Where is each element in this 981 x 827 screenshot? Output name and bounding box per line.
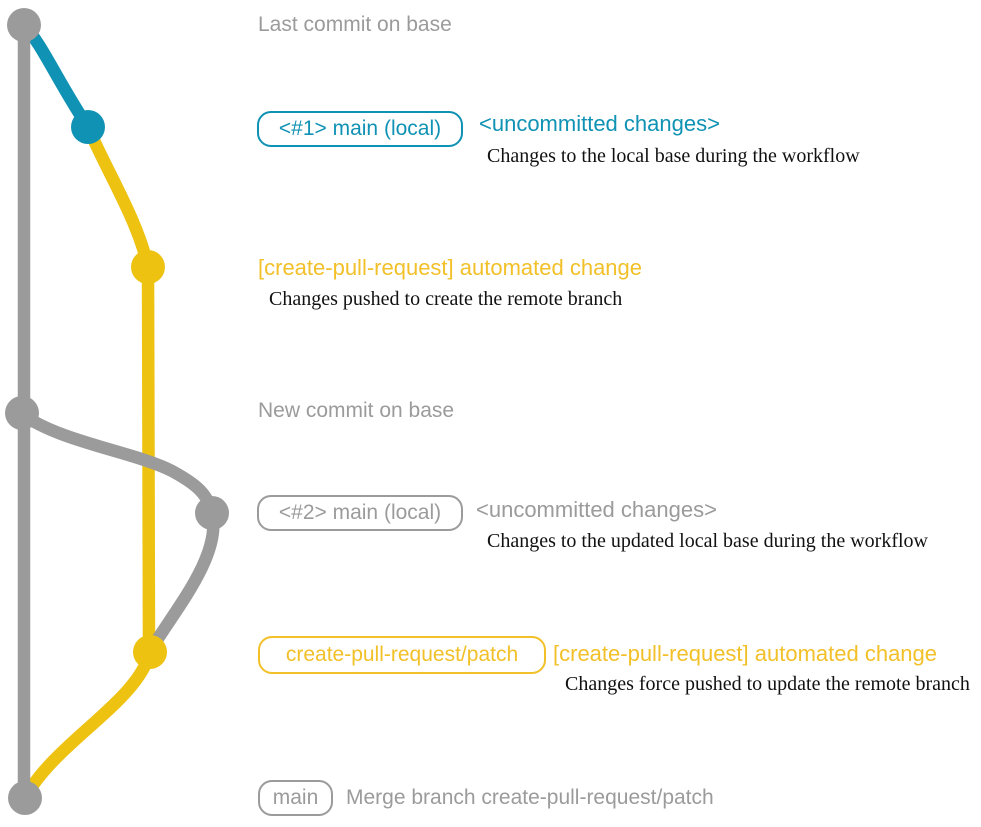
patch-merge-line	[18, 645, 157, 805]
label-uncommitted-changes-1: <uncommitted changes>	[479, 111, 720, 136]
commit-node-merge	[8, 781, 42, 815]
branch-tag-main-local-2: <#2> main (local)	[257, 495, 463, 531]
note-local-base-changes: Changes to the local base during the wor…	[487, 145, 860, 167]
label-merge-commit: Merge branch create-pull-request/patch	[346, 786, 714, 809]
commit-node-new-base	[5, 396, 39, 430]
note-pushed-create-remote: Changes pushed to create the remote bran…	[269, 288, 623, 310]
label-automated-change-2: [create-pull-request] automated change	[553, 641, 938, 666]
commit-node-last-base	[7, 8, 41, 42]
rebase-line	[145, 506, 220, 655]
branch-tag-main-local-1: <#1> main (local)	[257, 111, 463, 147]
note-force-pushed-update-remote: Changes force pushed to update the remot…	[565, 673, 970, 695]
updated-local-line	[15, 407, 219, 520]
label-new-commit-on-base: New commit on base	[258, 399, 455, 422]
commit-node-automated-1	[131, 250, 165, 284]
patch-branch-line	[81, 120, 156, 657]
commit-node-automated-2	[133, 635, 167, 669]
commit-node-uncommitted-1	[71, 110, 105, 144]
commit-node-uncommitted-2	[195, 496, 229, 530]
label-last-commit-on-base: Last commit on base	[258, 13, 452, 36]
branch-tag-create-pull-request-patch: create-pull-request/patch	[258, 636, 546, 674]
branch-tag-main: main	[258, 780, 333, 816]
label-automated-change-1: [create-pull-request] automated change	[258, 255, 643, 280]
label-uncommitted-changes-2: <uncommitted changes>	[476, 497, 717, 522]
note-updated-local-base-changes: Changes to the updated local base during…	[487, 530, 928, 552]
local-change-line	[17, 18, 95, 134]
